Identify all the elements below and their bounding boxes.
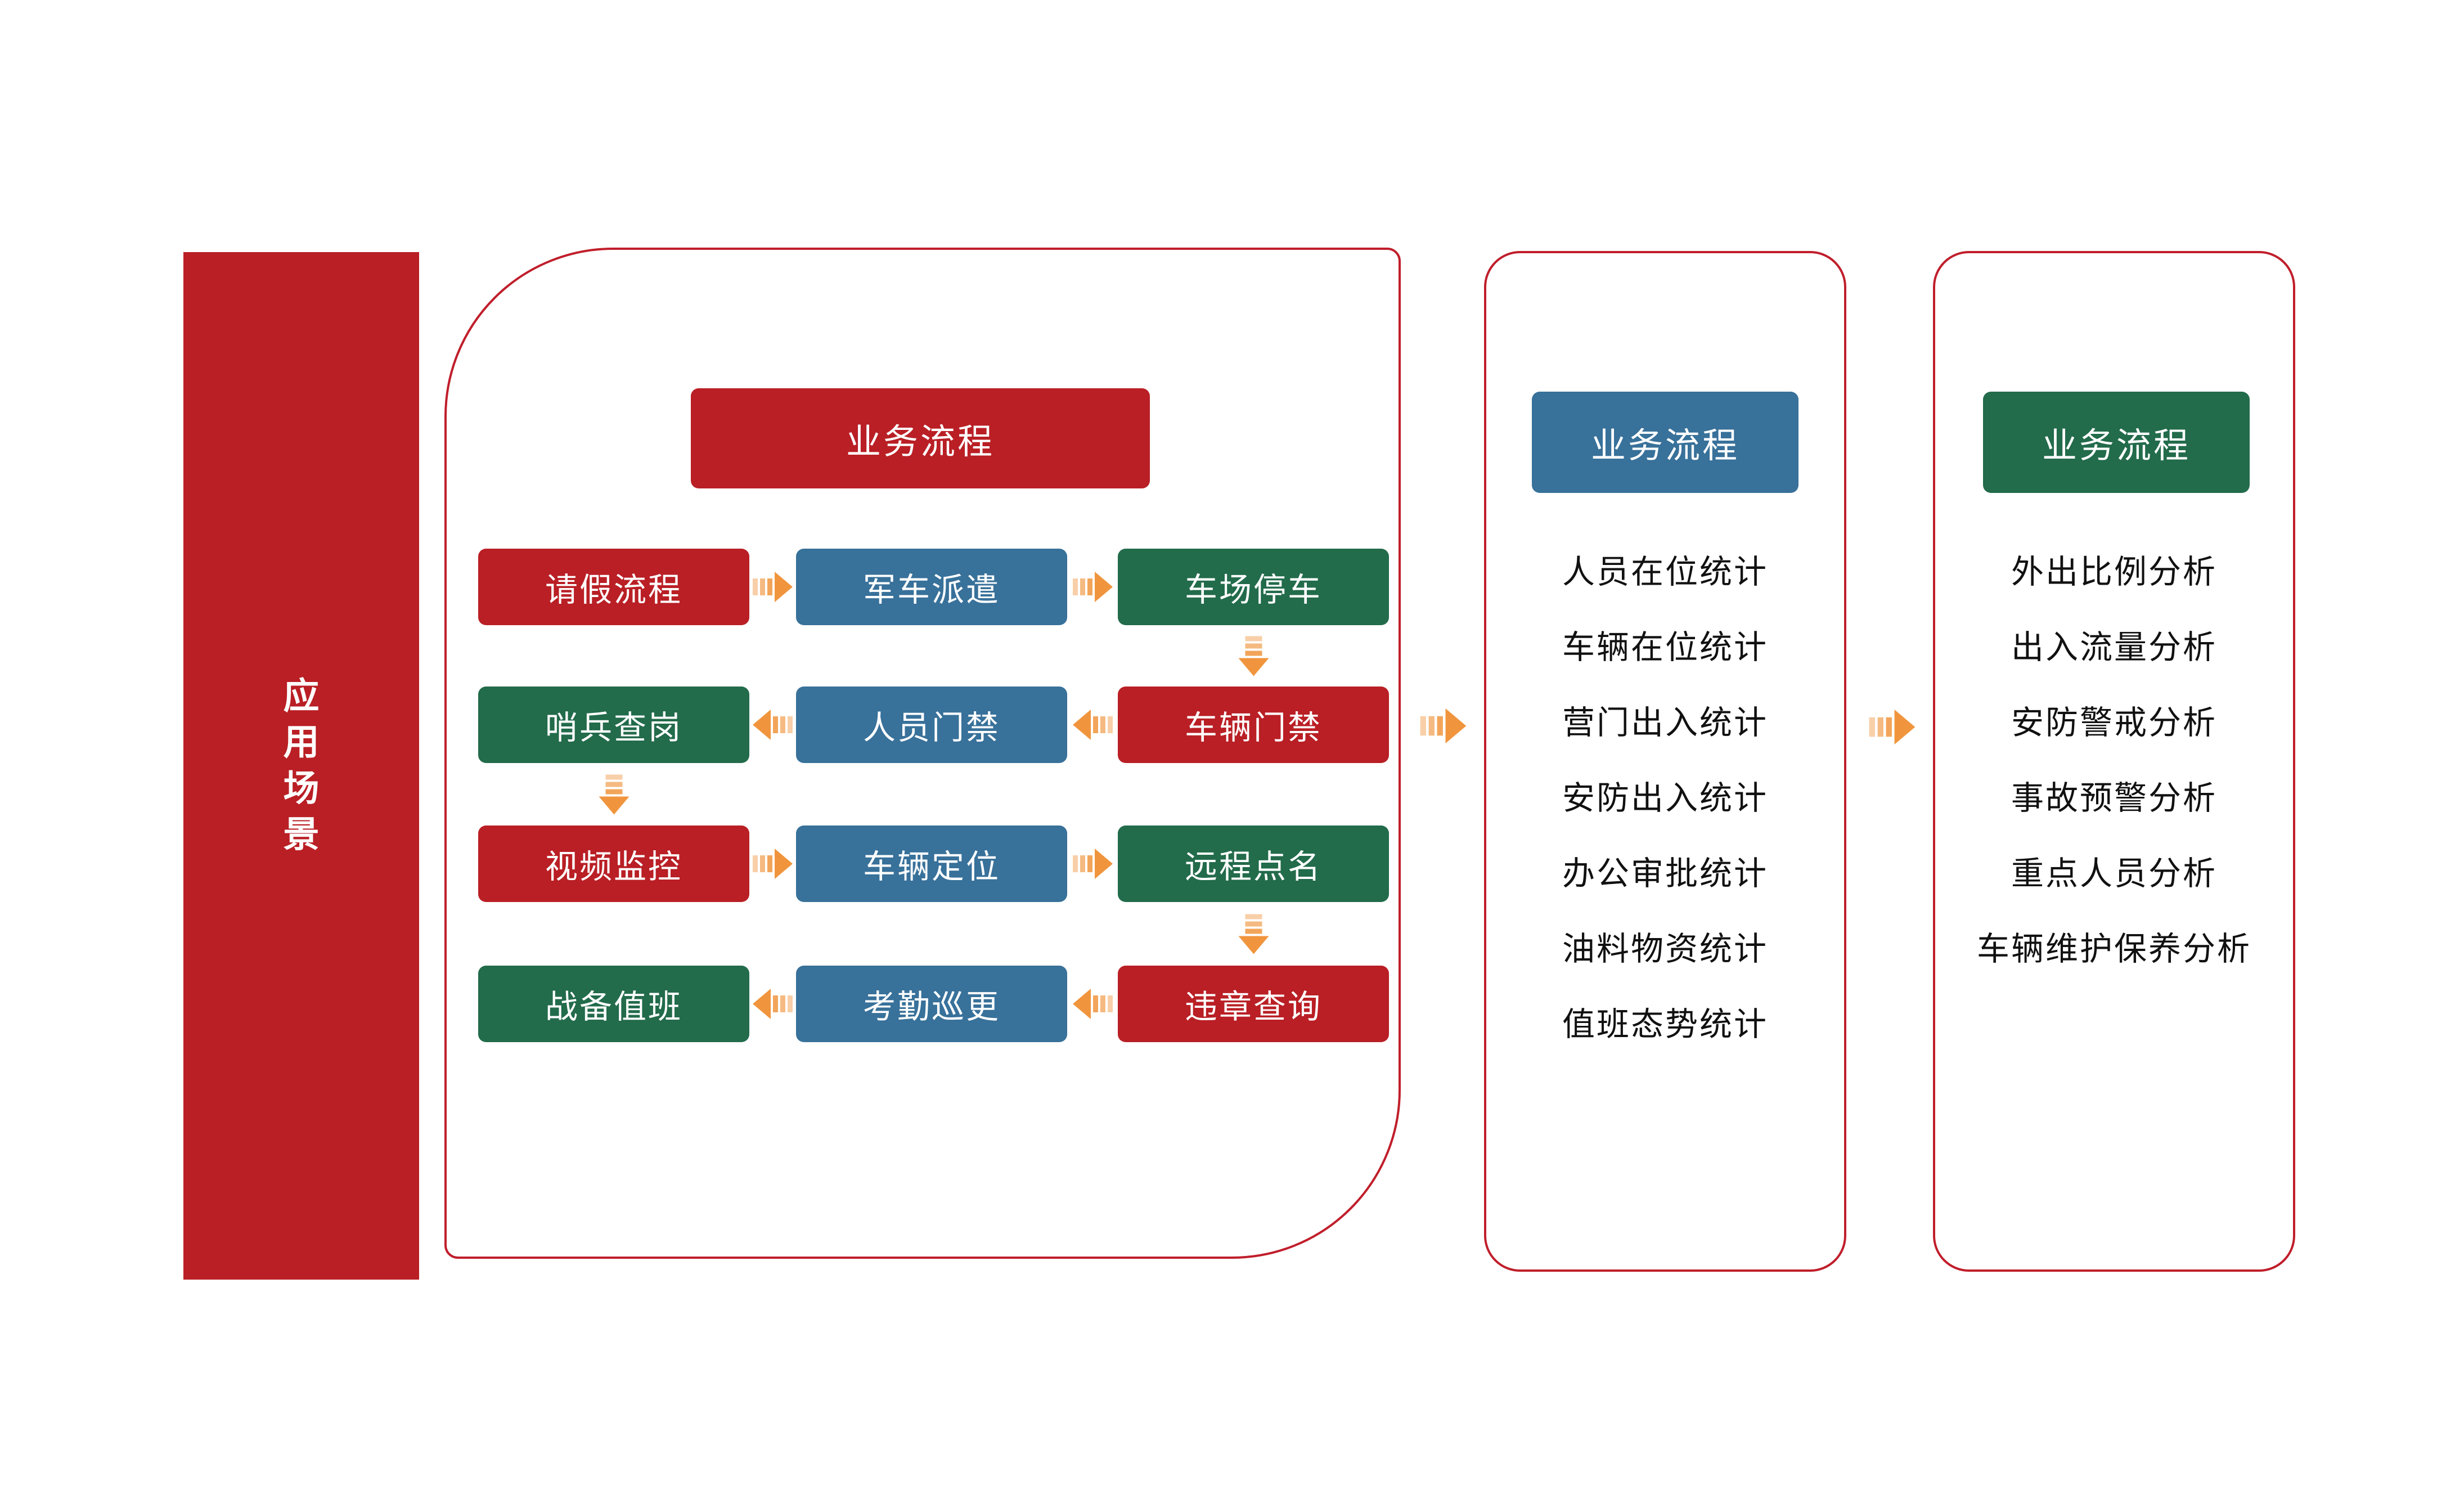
- flow-box-vehicle-positioning: 车辆定位: [796, 825, 1067, 902]
- arrow-left-icon: [753, 989, 793, 1019]
- application-scenario-banner: 应用场景: [183, 252, 419, 1280]
- analysis-header-label: 业务流程: [2042, 427, 2191, 465]
- stats-item: 人员在位统计: [1562, 554, 1768, 590]
- arrow-left-icon: [753, 710, 793, 740]
- arrow-right-icon: [1073, 572, 1113, 602]
- analysis-item: 事故预警分析: [2011, 780, 2217, 816]
- stats-item: 办公审批统计: [1562, 855, 1768, 892]
- arrow-down-icon: [599, 774, 630, 815]
- statistics-header: 业务流程: [1532, 392, 1798, 493]
- analysis-list: 外出比例分析 出入流量分析 安防警戒分析 事故预警分析 重点人员分析 车辆维护保…: [1944, 531, 2284, 984]
- stats-item: 值班态势统计: [1562, 1006, 1768, 1043]
- analysis-item: 车辆维护保养分析: [1976, 931, 2251, 967]
- analysis-item: 外出比例分析: [2011, 554, 2217, 590]
- flow-box-label: 车辆定位: [862, 849, 1000, 885]
- flow-box-combat-duty: 战备值班: [478, 966, 749, 1042]
- flow-box-label: 战备值班: [545, 989, 682, 1025]
- flow-box-leave-process: 请假流程: [478, 549, 749, 625]
- flow-box-label: 哨兵查岗: [545, 710, 682, 746]
- arrow-left-icon: [1073, 989, 1113, 1019]
- business-flow-header: 业务流程: [691, 388, 1150, 488]
- panel-arrow-right-icon: [1420, 708, 1467, 744]
- analysis-item: 出入流量分析: [2011, 629, 2217, 666]
- arrow-right-icon: [753, 572, 793, 602]
- arrow-right-icon: [753, 849, 793, 879]
- flow-box-depot-parking: 车场停车: [1118, 549, 1389, 625]
- stats-item: 营门出入统计: [1562, 705, 1768, 741]
- flow-box-label: 视频监控: [545, 849, 682, 885]
- arrow-down-icon: [1238, 914, 1269, 954]
- analysis-header: 业务流程: [1983, 392, 2250, 493]
- flow-box-remote-rollcall: 远程点名: [1118, 825, 1389, 902]
- flow-box-label: 车场停车: [1184, 572, 1322, 608]
- arrow-right-icon: [1073, 849, 1113, 879]
- flow-box-personnel-access: 人员门禁: [796, 687, 1067, 763]
- flow-box-label: 远程点名: [1184, 849, 1322, 885]
- statistics-list: 人员在位统计 车辆在位统计 营门出入统计 安防出入统计 办公审批统计 油料物资统…: [1495, 531, 1835, 1059]
- analysis-item: 重点人员分析: [2011, 855, 2217, 892]
- arrow-left-icon: [1073, 710, 1113, 740]
- analysis-item: 安防警戒分析: [2011, 705, 2217, 741]
- flow-box-sentry-inspection: 哨兵查岗: [478, 687, 749, 763]
- flow-box-label: 车辆门禁: [1184, 710, 1322, 746]
- flow-box-vehicle-access: 车辆门禁: [1118, 687, 1389, 763]
- flow-box-military-vehicle-dispatch: 军车派遣: [796, 549, 1067, 625]
- flow-box-attendance-patrol: 考勤巡更: [796, 966, 1067, 1042]
- arrow-down-icon: [1238, 636, 1269, 676]
- stats-item: 车辆在位统计: [1562, 629, 1768, 666]
- stats-item: 安防出入统计: [1562, 780, 1768, 816]
- flow-box-label: 军车派遣: [862, 572, 1000, 608]
- flow-box-label: 违章查询: [1184, 989, 1322, 1025]
- application-scenario-label: 应用场景: [283, 676, 320, 855]
- flow-box-label: 考勤巡更: [862, 989, 1000, 1025]
- flow-box-label: 请假流程: [545, 572, 682, 608]
- statistics-header-label: 业务流程: [1590, 427, 1739, 465]
- flow-box-violation-query: 违章查询: [1118, 966, 1389, 1042]
- panel-arrow-right-icon: [1869, 709, 1916, 745]
- stats-item: 油料物资统计: [1562, 931, 1768, 967]
- flow-box-video-surveillance: 视频监控: [478, 825, 749, 902]
- flow-box-label: 人员门禁: [862, 710, 1000, 746]
- business-flow-header-label: 业务流程: [846, 423, 995, 461]
